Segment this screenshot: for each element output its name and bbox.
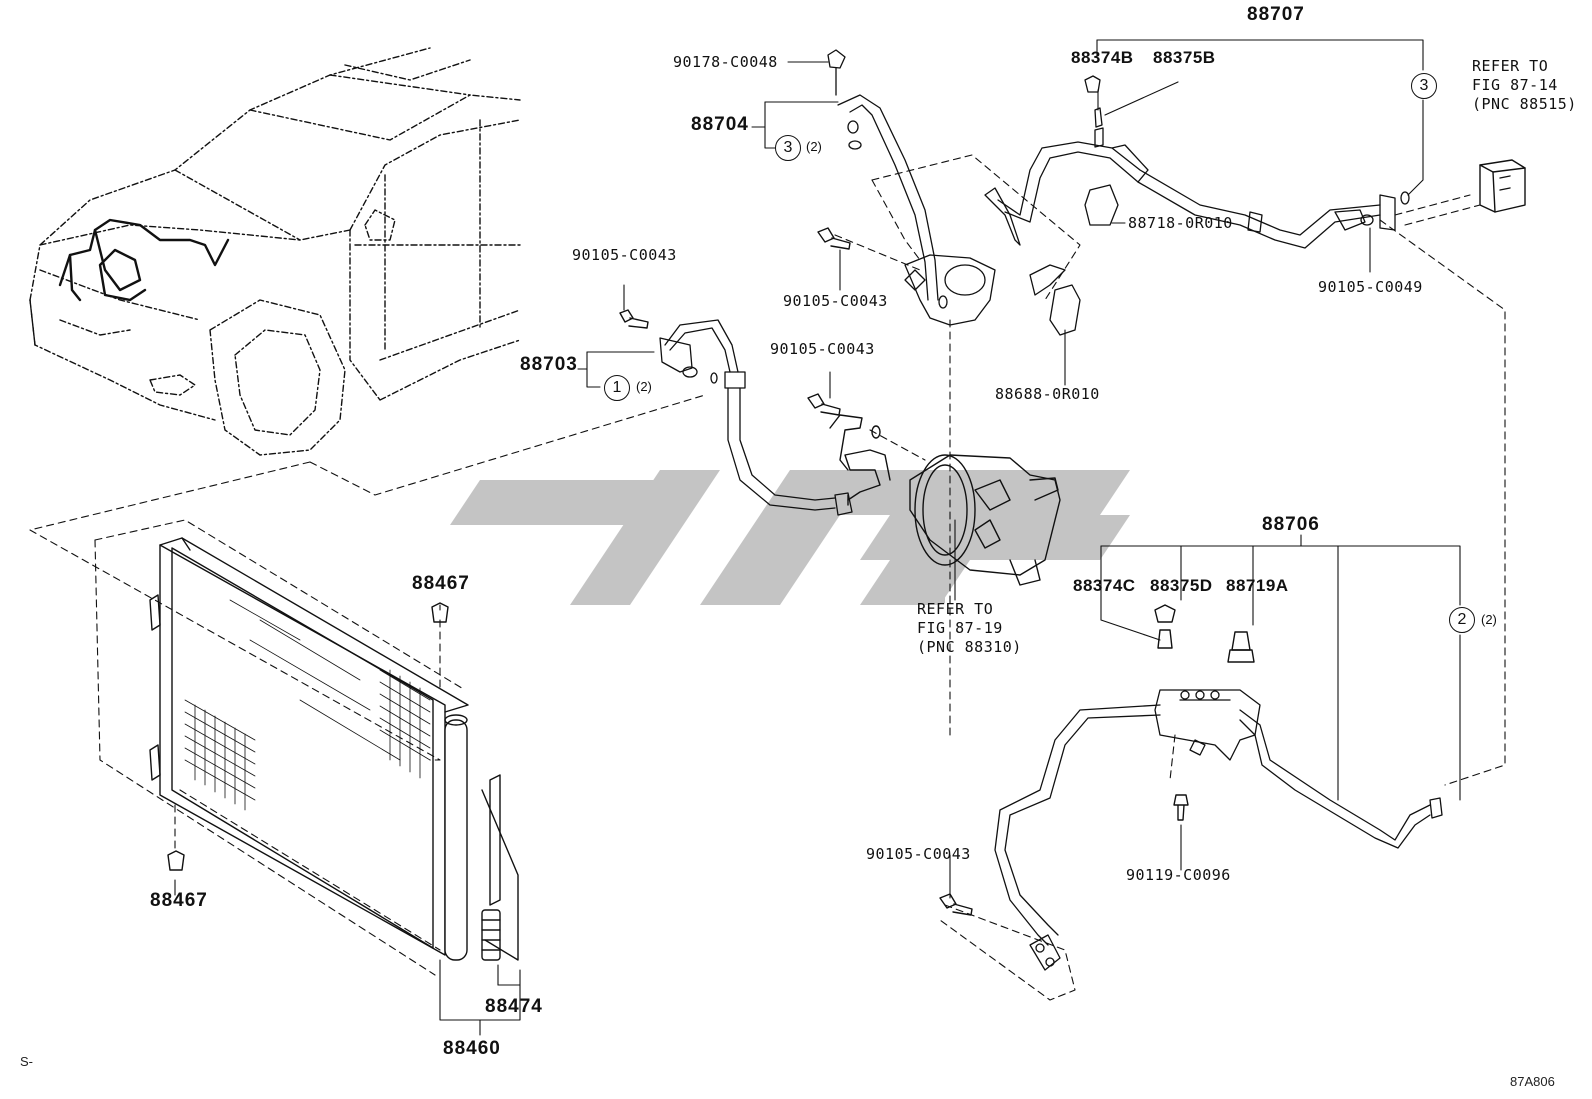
label-refer-fig-87-14: REFER TO FIG 87-14 (PNC 88515) bbox=[1472, 57, 1577, 113]
label-90105-c0043-c: 90105-C0043 bbox=[770, 340, 875, 358]
vehicle-ac-harness bbox=[58, 218, 230, 302]
leader-lines bbox=[174, 39, 1461, 1036]
condenser-88460 bbox=[149, 537, 519, 961]
bolts bbox=[619, 227, 1189, 916]
vehicle-outline bbox=[29, 47, 521, 456]
label-88474: 88474 bbox=[485, 996, 543, 1017]
compressor bbox=[829, 414, 1061, 586]
label-88703: 88703 bbox=[520, 354, 578, 375]
label-88374b: 88374B bbox=[1071, 48, 1134, 67]
qty-label-3: (2) bbox=[806, 139, 822, 154]
label-90119-c0096: 90119-C0096 bbox=[1126, 866, 1231, 884]
label-88719a: 88719A bbox=[1226, 576, 1289, 595]
qty-label-1: (2) bbox=[636, 379, 652, 394]
hose-88703 bbox=[659, 319, 853, 516]
watermark-logo bbox=[450, 470, 1130, 605]
label-88707: 88707 bbox=[1247, 4, 1305, 25]
figure-code: 87A806 bbox=[1510, 1074, 1555, 1089]
callout-circle-3-left: 3 bbox=[775, 135, 801, 161]
label-90178-c0048: 90178-C0048 bbox=[673, 53, 778, 71]
label-90105-c0049: 90105-C0049 bbox=[1318, 278, 1423, 296]
label-88704: 88704 bbox=[691, 114, 749, 135]
label-90105-c0043-d: 90105-C0043 bbox=[866, 845, 971, 863]
callout-circle-3-right: 3 bbox=[1411, 73, 1437, 99]
label-88375d: 88375D bbox=[1150, 576, 1213, 595]
callout-circle-1: 1 bbox=[604, 375, 630, 401]
label-88688-0r010: 88688-0R010 bbox=[995, 385, 1100, 403]
label-88467-top: 88467 bbox=[412, 573, 470, 594]
hose-88704 bbox=[827, 49, 996, 326]
label-88374c: 88374C bbox=[1073, 576, 1136, 595]
label-88375b: 88375B bbox=[1153, 48, 1216, 67]
hose-88707 bbox=[984, 75, 1410, 336]
condenser-bracket-plugs bbox=[167, 602, 449, 871]
label-refer-fig-87-19: REFER TO FIG 87-19 (PNC 88310) bbox=[917, 600, 1022, 656]
label-90105-c0043-b: 90105-C0043 bbox=[572, 246, 677, 264]
reference-lines bbox=[29, 154, 1506, 1001]
label-88706: 88706 bbox=[1262, 514, 1320, 535]
condenser-fins bbox=[184, 599, 431, 811]
pressure-switches bbox=[1154, 604, 1255, 663]
expansion-valve bbox=[1479, 159, 1526, 213]
label-88718-0r010: 88718-0R010 bbox=[1128, 214, 1233, 232]
hose-88706 bbox=[994, 689, 1443, 971]
corner-note: S- bbox=[20, 1054, 33, 1069]
callout-circle-2: 2 bbox=[1449, 607, 1475, 633]
label-88460: 88460 bbox=[443, 1038, 501, 1059]
label-88467-bottom: 88467 bbox=[150, 890, 208, 911]
qty-label-2: (2) bbox=[1481, 612, 1497, 627]
label-90105-c0043-a: 90105-C0043 bbox=[783, 292, 888, 310]
